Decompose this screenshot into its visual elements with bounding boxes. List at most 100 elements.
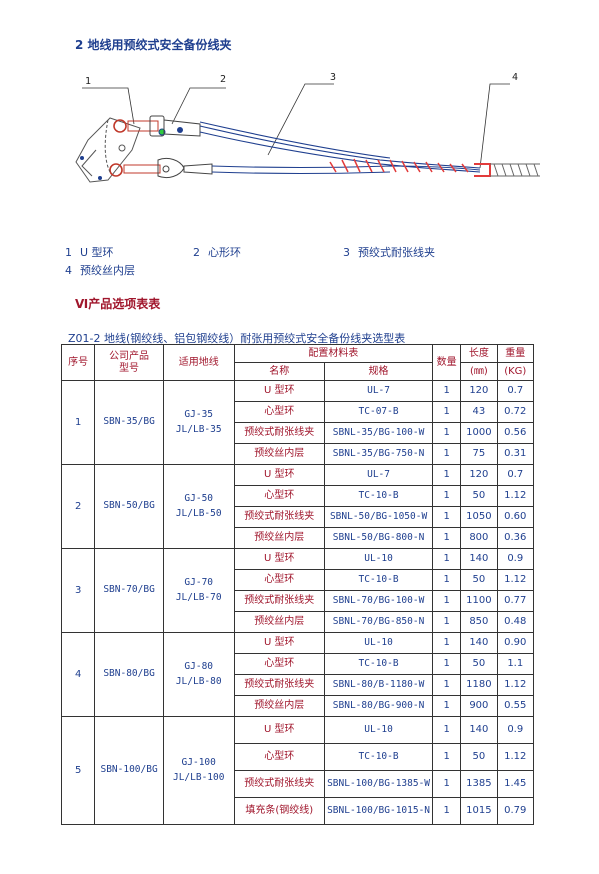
cell-model: SBN-70/BG (94, 548, 164, 633)
cell-qty: 1 (432, 716, 462, 744)
cell-no: 4 (60, 632, 96, 717)
cell-material-name: 预绞丝内层 (233, 527, 326, 549)
cell-qty: 1 (432, 422, 462, 444)
cell-material-name: 心型环 (233, 485, 326, 507)
cell-material-name: 预绞丝内层 (233, 443, 326, 465)
header-qty: 数量 (432, 344, 462, 381)
cell-model: SBN-80/BG (94, 632, 164, 717)
cell-material-name: 预绞丝内层 (233, 611, 326, 633)
cell-material-name: 填充条(钢绞线) (233, 797, 326, 825)
cell-no: 5 (60, 716, 96, 825)
section-title: 2 地线用预绞式安全备份线夹 (75, 38, 232, 52)
thimble-hardware (123, 157, 213, 179)
callout-leaders (82, 83, 510, 169)
cell-material-name: 预绞式耐张线夹 (233, 770, 326, 798)
cell-weight: 1.1 (496, 653, 535, 675)
cell-material-spec: SBNL-70/BG-100-W (323, 590, 434, 612)
cell-material-spec: TC-07-B (323, 401, 434, 423)
cell-qty: 1 (432, 632, 462, 654)
cell-length: 50 (460, 743, 498, 771)
cell-qty: 1 (432, 590, 462, 612)
header-length: 长度 (460, 344, 498, 363)
cell-material-name: U 型环 (233, 548, 326, 570)
cell-length: 50 (460, 569, 498, 591)
cell-wire-line1: GJ-100 (181, 756, 216, 768)
cell-material-spec: UL-7 (323, 380, 434, 402)
cell-qty: 1 (432, 653, 462, 675)
cell-length: 43 (460, 401, 498, 423)
cell-qty: 1 (432, 797, 462, 825)
cell-material-name: U 型环 (233, 380, 326, 402)
header-length-unit: (㎜) (460, 362, 498, 381)
cell-material-name: 预绞丝内层 (233, 695, 326, 717)
cell-length: 1015 (460, 797, 498, 825)
cell-length: 50 (460, 653, 498, 675)
cell-material-spec: UL-7 (323, 464, 434, 486)
callout-3: 3 (330, 72, 336, 83)
cell-material-name: 心型环 (233, 653, 326, 675)
ground-wire (490, 163, 540, 177)
callout-1: 1 (85, 76, 91, 87)
header-weight: 重量 (496, 344, 535, 363)
cell-weight: 0.7 (496, 464, 535, 486)
cell-material-spec: TC-10-B (323, 569, 434, 591)
cell-qty: 1 (432, 527, 462, 549)
cell-material-spec: SBNL-35/BG-100-W (323, 422, 434, 444)
cell-material-spec: SBNL-100/BG-1015-N (323, 797, 434, 825)
cell-qty: 1 (432, 611, 462, 633)
upper-link (127, 115, 201, 137)
cell-wire-line2: JL/LB-35 (175, 423, 222, 435)
cell-weight: 1.12 (496, 743, 535, 771)
cell-qty: 1 (432, 485, 462, 507)
cell-material-spec: UL-10 (323, 632, 434, 654)
clamp-assembly-diagram: 1 2 3 4 (75, 72, 540, 183)
cell-material-name: U 型环 (233, 464, 326, 486)
cell-weight: 0.56 (496, 422, 535, 444)
helical-wrap (329, 158, 469, 173)
cell-length: 140 (460, 716, 498, 744)
cell-qty: 1 (432, 674, 462, 696)
cell-weight: 1.45 (496, 770, 535, 798)
cell-length: 1180 (460, 674, 498, 696)
cell-material-name: U 型环 (233, 716, 326, 744)
cell-weight: 1.12 (496, 569, 535, 591)
table-caption: Z01-2 地线(钢绞线、铝包钢绞线）耐张用预绞式安全备份线夹选型表 (68, 332, 406, 345)
cell-weight: 0.7 (496, 380, 535, 402)
header-model: 公司产品型号 (94, 344, 164, 381)
header-no: 序号 (60, 344, 96, 381)
cell-wire-line1: GJ-50 (184, 492, 214, 504)
cell-material-spec: SBNL-50/BG-1050-W (323, 506, 434, 528)
cell-qty: 1 (432, 443, 462, 465)
cell-length: 900 (460, 695, 498, 717)
cell-no: 1 (60, 380, 96, 465)
cell-weight: 0.31 (496, 443, 535, 465)
cell-material-spec: TC-10-B (323, 653, 434, 675)
header-wire: 适用地线 (162, 344, 235, 381)
preformed-rods (199, 121, 481, 175)
cell-weight: 0.48 (496, 611, 535, 633)
cell-material-spec: SBNL-80/B-1180-W (323, 674, 434, 696)
cell-material-spec: TC-10-B (323, 485, 434, 507)
cell-wire-line2: JL/LB-70 (175, 591, 222, 603)
cell-qty: 1 (432, 464, 462, 486)
cell-length: 120 (460, 464, 498, 486)
cell-model: SBN-50/BG (94, 464, 164, 549)
cell-material-name: 预绞式耐张线夹 (233, 422, 326, 444)
cell-length: 140 (460, 632, 498, 654)
cell-length: 1000 (460, 422, 498, 444)
